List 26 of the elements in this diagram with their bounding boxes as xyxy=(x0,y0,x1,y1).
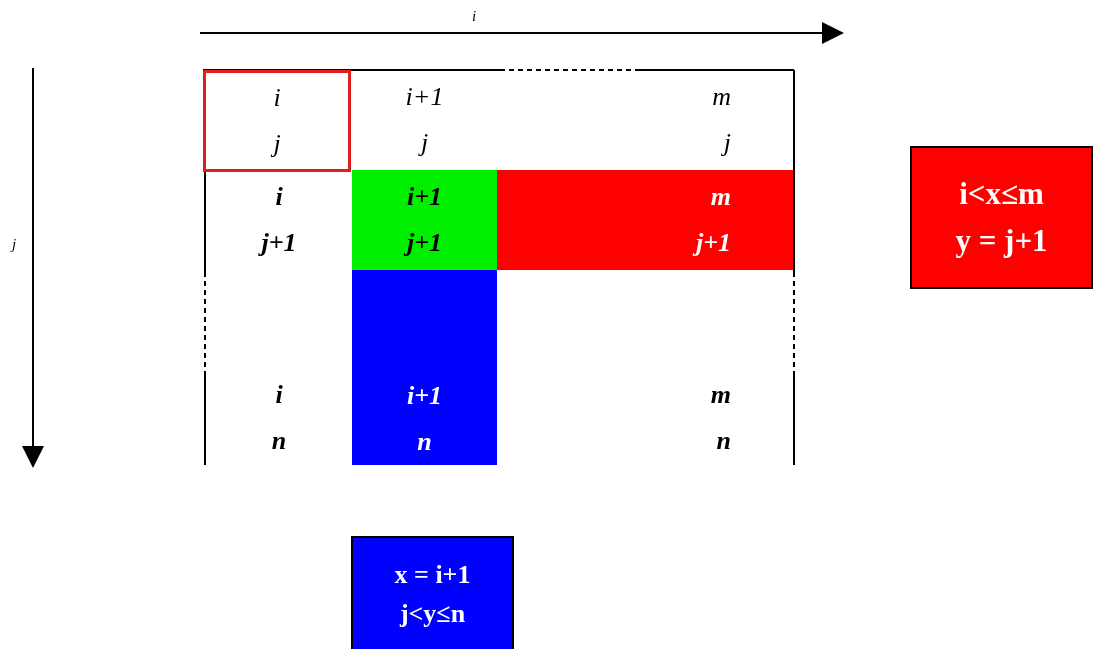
coordinate-text: j xyxy=(420,127,429,159)
coordinate-text: y = j+1 xyxy=(955,221,1048,260)
coordinate-text: i+1 xyxy=(406,380,442,412)
coordinate-text: i xyxy=(273,82,281,114)
coordinate-text: m xyxy=(710,181,731,213)
coordinate-text: i xyxy=(275,378,283,411)
coordinate-text: i+1 xyxy=(406,181,442,213)
axis-label: i xyxy=(472,8,477,25)
coordinate-text: n xyxy=(417,426,432,458)
condition-box xyxy=(351,536,514,649)
highlight-band xyxy=(497,170,793,270)
coordinate-text: x = i+1 xyxy=(394,559,471,591)
highlight-cell xyxy=(352,170,497,270)
coordinate-text: j xyxy=(723,127,731,159)
coordinate-text: i xyxy=(275,181,283,213)
table-cell xyxy=(203,70,351,172)
coordinate-text: m xyxy=(712,81,731,113)
coordinate-text: j<y≤n xyxy=(399,598,466,630)
coordinate-text: n xyxy=(716,424,731,457)
axis-label: j xyxy=(12,236,17,253)
coordinate-text: i<x≤m xyxy=(959,175,1044,213)
condition-box xyxy=(910,146,1093,289)
coordinate-text: i+1 xyxy=(405,81,444,113)
coordinate-text: n xyxy=(271,424,287,457)
coordinate-text: m xyxy=(710,378,731,411)
highlight-column xyxy=(352,270,497,465)
